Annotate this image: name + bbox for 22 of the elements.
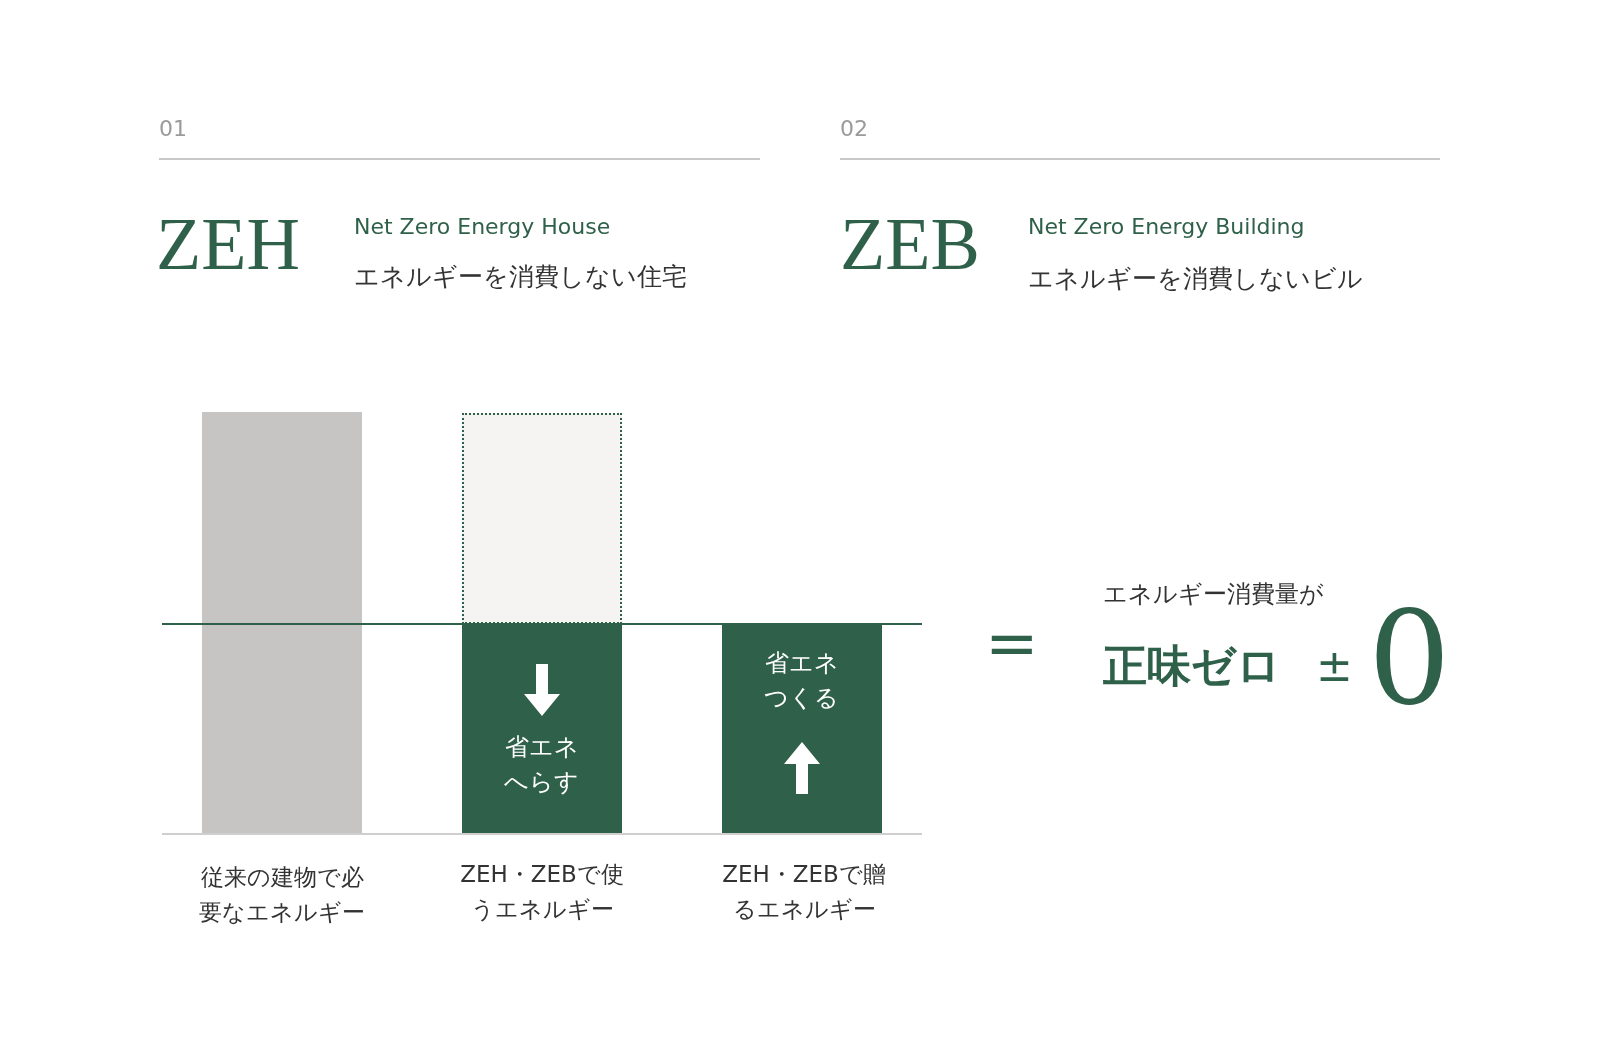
saved-energy-bar: [462, 413, 622, 624]
bar-caption: ZEH・ZEBで使うエネルギー: [459, 860, 625, 924]
plus-minus-sign: ±: [1316, 640, 1353, 693]
result-heading: 正味ゼロ: [1103, 640, 1281, 693]
bar-caption: ZEH・ZEBで贈るエネルギー: [721, 860, 887, 924]
section-number: 01: [159, 116, 187, 143]
description: エネルギーを消費しない住宅: [354, 262, 687, 292]
acronym-heading: ZEH: [156, 202, 300, 287]
section-number: 02: [840, 116, 868, 143]
description: エネルギーを消費しないビル: [1028, 264, 1363, 294]
energy-bar: [722, 624, 882, 834]
equals-sign: =: [985, 605, 1039, 682]
energy-bar: [202, 412, 362, 834]
bar-caption: 従来の建物で必要なエネルギー: [198, 863, 366, 927]
energy-bar: [462, 624, 622, 834]
acronym-heading: ZEB: [840, 202, 980, 287]
subtitle: Net Zero Energy House: [354, 214, 611, 241]
bar-label: 省エネへらす: [503, 732, 581, 798]
subtitle: Net Zero Energy Building: [1028, 214, 1305, 241]
bar-label: 省エネつくる: [763, 648, 841, 714]
result-text: エネルギー消費量が: [1103, 580, 1324, 609]
zero-figure: 0: [1368, 581, 1451, 736]
